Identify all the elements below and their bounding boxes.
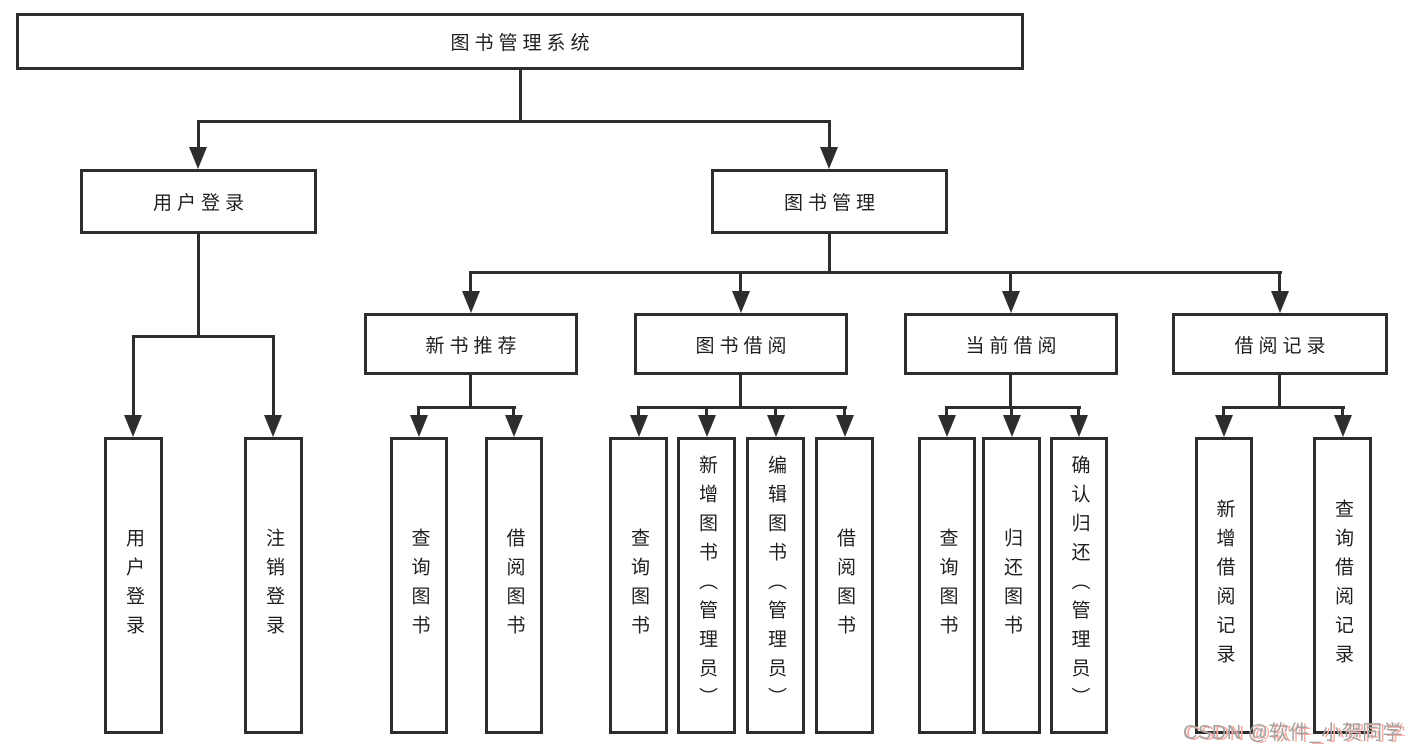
connector-vline [828,120,831,148]
leaf-borrow-borrow-books: 借阅图书 [815,437,874,734]
connector-vline [417,406,420,416]
connector-hline [945,406,1081,409]
leaf-records-add-record: 新增借阅记录 [1195,437,1253,734]
connector-vline [1278,375,1281,406]
leaf-recommend-query-books: 查询图书 [390,437,448,734]
connector-vline [945,406,948,416]
leaf-borrow-add-books-admin: 新增图书（管理员） [677,437,736,734]
node-borrow-records: 借阅记录 [1172,313,1388,375]
node-book-management-system: 图书管理系统 [16,13,1024,70]
node-new-book-recommend: 新书推荐 [364,313,578,375]
connector-vline [739,271,742,292]
leaf-user-login: 用户登录 [104,437,163,734]
connector-hline [1222,406,1345,409]
arrow-down-icon [1002,291,1020,313]
arrow-down-icon [698,415,716,437]
connector-vline [1341,406,1344,416]
arrow-down-icon [1070,415,1088,437]
arrow-down-icon [189,147,207,169]
connector-vline [132,335,135,416]
connector-vline [1009,271,1012,292]
arrow-down-icon [124,415,142,437]
connector-vline [197,234,200,335]
leaf-borrow-edit-books-admin: 编辑图书（管理员） [746,437,805,734]
connector-vline [519,70,522,120]
leaf-borrow-query-books: 查询图书 [609,437,668,734]
node-user-login: 用户登录 [80,169,317,234]
connector-vline [512,406,515,416]
arrow-down-icon [1271,291,1289,313]
arrow-down-icon [836,415,854,437]
connector-vline [469,271,472,292]
node-book-borrow: 图书借阅 [634,313,848,375]
leaf-logout: 注销登录 [244,437,303,734]
arrow-down-icon [1334,415,1352,437]
connector-vline [197,120,200,148]
connector-vline [637,406,640,416]
csdn-watermark: CSDN @软件_小贺同学 [1183,722,1404,744]
connector-vline [1009,375,1012,406]
connector-hline [469,271,1282,274]
arrow-down-icon [264,415,282,437]
connector-vline [843,406,846,416]
arrow-down-icon [1215,415,1233,437]
arrow-down-icon [630,415,648,437]
leaf-recommend-borrow-books: 借阅图书 [485,437,543,734]
leaf-records-query-record: 查询借阅记录 [1313,437,1372,734]
arrow-down-icon [938,415,956,437]
leaf-current-confirm-return-admin: 确认归还（管理员） [1050,437,1108,734]
connector-vline [469,375,472,406]
leaf-current-query-books: 查询图书 [918,437,976,734]
connector-vline [1010,406,1013,416]
connector-vline [739,375,742,406]
arrow-down-icon [1003,415,1021,437]
arrow-down-icon [732,291,750,313]
node-book-management: 图书管理 [711,169,948,234]
connector-vline [1222,406,1225,416]
connector-vline [1077,406,1080,416]
connector-vline [1278,271,1281,292]
connector-hline [197,120,831,123]
leaf-current-return-books: 归还图书 [982,437,1041,734]
arrow-down-icon [505,415,523,437]
arrow-down-icon [462,291,480,313]
connector-hline [637,406,847,409]
connector-vline [705,406,708,416]
arrow-down-icon [410,415,428,437]
connector-vline [774,406,777,416]
connector-hline [132,335,275,338]
node-current-borrow: 当前借阅 [904,313,1118,375]
arrow-down-icon [820,147,838,169]
arrow-down-icon [767,415,785,437]
connector-vline [272,335,275,416]
connector-hline [417,406,516,409]
connector-vline [828,234,831,271]
